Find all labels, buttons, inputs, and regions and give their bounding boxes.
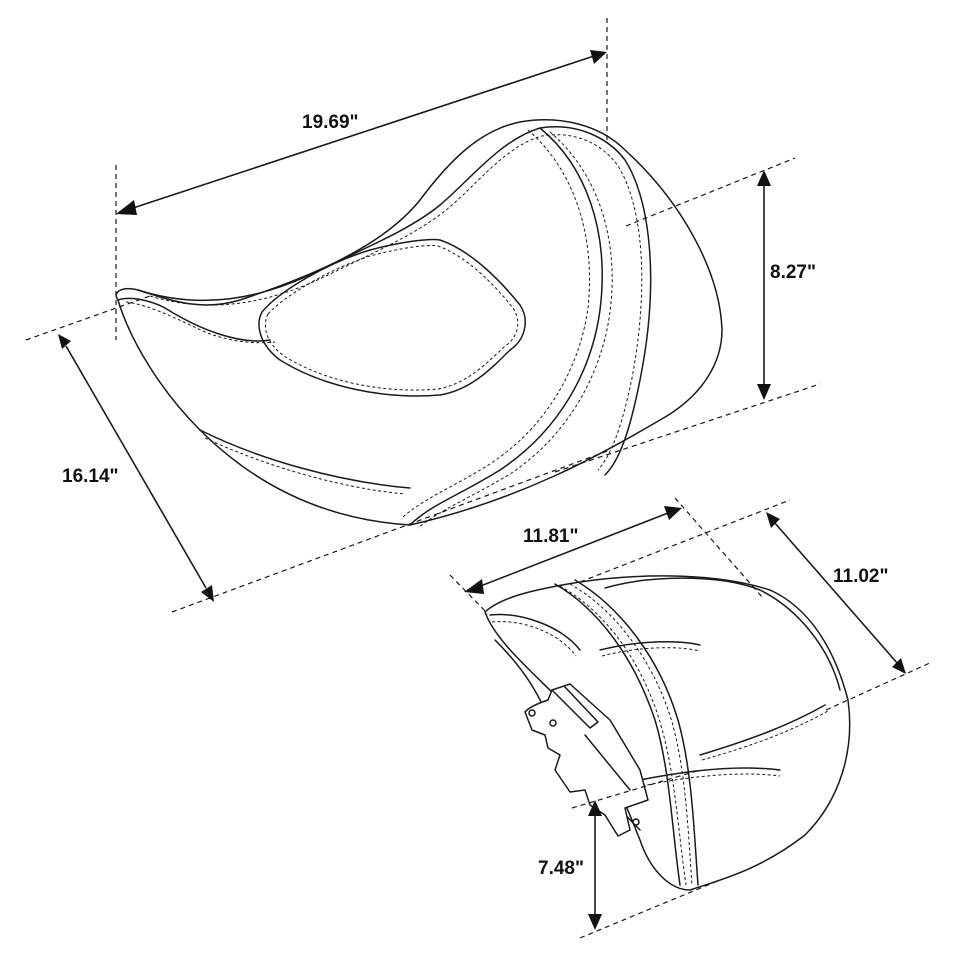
rider-seat-nose — [117, 297, 271, 342]
dimension-passenger-length: 11.81" — [449, 497, 764, 615]
dimension-passenger-height: 7.48" — [538, 769, 721, 939]
bracket-hole — [632, 818, 640, 826]
rider-seat-body — [115, 119, 723, 526]
bracket-hole — [528, 709, 536, 717]
dimension-rider-height: 8.27" — [554, 157, 821, 473]
dimension-rider-width: 16.14" — [25, 295, 611, 613]
label-rider-width: 16.14" — [62, 466, 119, 487]
rider-seat-insert — [258, 238, 526, 397]
bracket-hole — [549, 719, 557, 727]
rider-seat — [115, 119, 723, 529]
label-rider-length: 19.69" — [302, 112, 359, 133]
label-passenger-height: 7.48" — [538, 858, 584, 879]
passenger-seat-mounting-bracket — [524, 683, 649, 837]
label-passenger-length: 11.81" — [523, 526, 579, 547]
label-passenger-width: 11.02" — [833, 566, 889, 587]
label-rider-height: 8.27" — [770, 262, 816, 283]
dimension-rider-length: 19.69" — [115, 18, 608, 340]
rider-seat-trim — [409, 127, 603, 526]
dimension-passenger-width: 11.02" — [579, 499, 933, 711]
